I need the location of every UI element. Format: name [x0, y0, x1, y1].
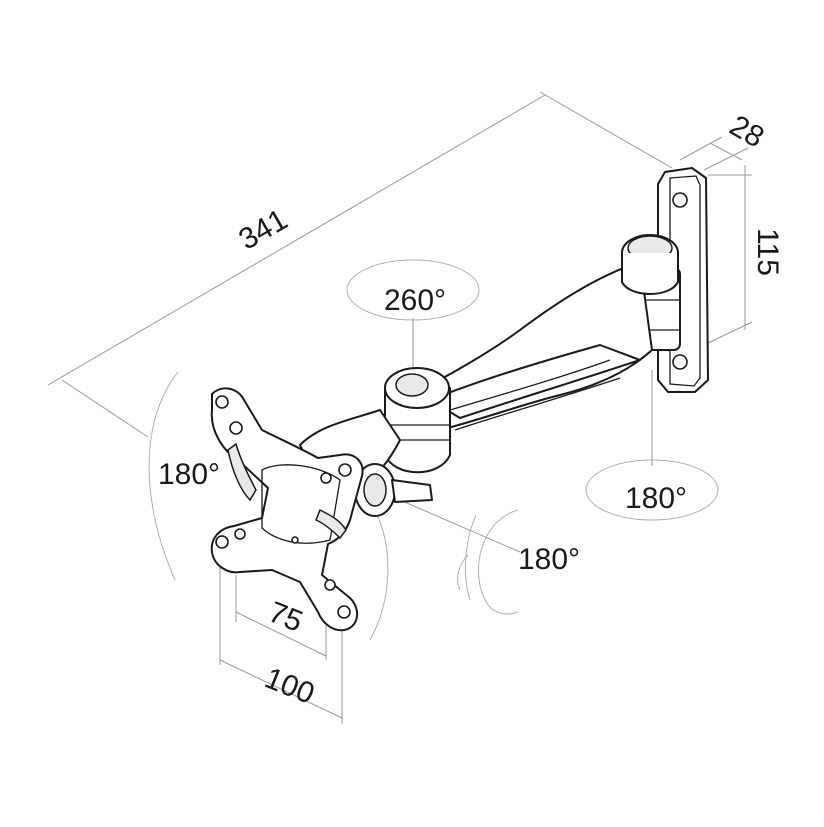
vesa-hole-5 — [215, 535, 229, 549]
rotation-arcs — [148, 259, 719, 641]
vesa-hole-6 — [234, 528, 246, 540]
rotation-tilt: 180° — [158, 458, 220, 491]
vesa-hole-4 — [320, 472, 332, 484]
vesa-hole-8 — [337, 605, 351, 619]
dim-vesa-75: 75 — [264, 596, 307, 639]
vesa-center-hole — [291, 536, 299, 544]
elbow-joint — [384, 367, 451, 474]
rotation-head-swivel: 180° — [518, 543, 580, 576]
main-arm — [419, 234, 679, 431]
dim-overall-length: 341 — [233, 203, 293, 257]
wall-screw-hole-bottom — [672, 354, 688, 370]
wall-screw-hole-top — [672, 192, 688, 208]
vesa-hole-1 — [215, 395, 229, 409]
labels: 341 28 115 75 100 180° 260° 180° 180° — [158, 109, 784, 711]
vesa-plate — [210, 387, 364, 632]
vesa-hole-7 — [324, 579, 336, 591]
dim-vesa-100: 100 — [260, 662, 319, 711]
rotation-wall-swivel: 180° — [625, 482, 687, 515]
vesa-hole-3 — [338, 463, 352, 477]
dim-bracket-height: 115 — [751, 228, 784, 276]
dim-bracket-depth: 28 — [724, 109, 769, 154]
rotation-arm-swivel: 260° — [384, 284, 446, 317]
vesa-hole-2 — [229, 421, 243, 435]
